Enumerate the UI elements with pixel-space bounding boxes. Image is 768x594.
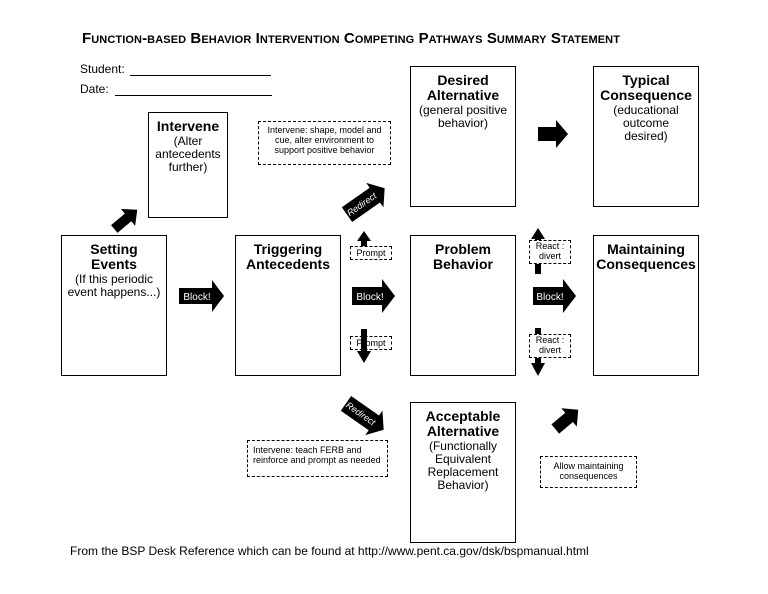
- setting-events-sub: (If this periodic event happens...): [67, 272, 161, 299]
- intervene-box: Intervene (Alter antecedents further): [148, 112, 228, 218]
- arrow-to-intervene: [111, 209, 138, 233]
- react-tag-up: React : divert: [529, 240, 571, 264]
- student-input-line[interactable]: [130, 75, 271, 76]
- intervene-sub: (Alter antecedents further): [155, 134, 221, 174]
- block-arrow-right: Block!: [533, 279, 576, 313]
- typical-consequence-sub: (educational outcome desired): [613, 103, 679, 143]
- footer-source: From the BSP Desk Reference which can be…: [70, 544, 589, 558]
- block-arrow-mid-label: Block!: [356, 292, 383, 303]
- typical-consequence-heading: Typical Consequence: [600, 72, 692, 103]
- acceptable-alternative-sub: (Functionally Equivalent Replacement Beh…: [427, 439, 499, 492]
- triggering-antecedents-box: Triggering Antecedents: [235, 235, 341, 376]
- student-label: Student:: [80, 62, 125, 76]
- arrow-to-maintaining-consequences: [551, 408, 579, 434]
- page-title: Function-based Behavior Intervention Com…: [82, 30, 621, 47]
- intervene-note-bottom: Intervene: teach FERB and reinforce and …: [247, 440, 388, 477]
- acceptable-alternative-box: Acceptable Alternative (Functionally Equ…: [410, 402, 516, 543]
- block-arrow-left-label: Block!: [183, 292, 210, 303]
- student-field: Student:: [80, 62, 271, 76]
- allow-maintaining-note: Allow maintaining consequences: [540, 456, 637, 488]
- maintaining-consequences-box: Maintaining Consequences: [593, 235, 699, 376]
- react-up-arrow: [531, 228, 545, 274]
- desired-alternative-box: Desired Alternative (general positive be…: [410, 66, 516, 207]
- acceptable-alternative-heading: Acceptable Alternative: [425, 408, 501, 439]
- intervene-heading: Intervene: [156, 118, 220, 134]
- setting-events-heading: Setting Events: [90, 241, 138, 272]
- redirect-arrow-up: Redirect: [341, 182, 385, 222]
- setting-events-box: Setting Events (If this periodic event h…: [61, 235, 167, 376]
- arrow-to-typical-consequence: [538, 120, 568, 148]
- prompt-down-arrow: [357, 329, 371, 363]
- react-down-arrow: [531, 328, 545, 376]
- prompt-tag-up: Prompt: [350, 246, 392, 260]
- triggering-antecedents-heading: Triggering Antecedents: [245, 241, 331, 272]
- redirect-arrow-down: Redirect: [340, 396, 384, 436]
- react-tag-down: React : divert: [529, 334, 571, 358]
- block-arrow-right-label: Block!: [536, 292, 563, 303]
- desired-alternative-heading: Desired Alternative: [426, 72, 500, 103]
- date-input-line[interactable]: [115, 95, 272, 96]
- desired-alternative-sub: (general positive behavior): [418, 103, 508, 130]
- typical-consequence-box: Typical Consequence (educational outcome…: [593, 66, 699, 207]
- problem-behavior-box: Problem Behavior: [410, 235, 516, 376]
- block-arrow-left: Block!: [179, 280, 224, 312]
- block-arrow-mid: Block!: [352, 279, 395, 313]
- prompt-up-arrow: [357, 231, 371, 246]
- date-label: Date:: [80, 82, 109, 96]
- intervene-note-top: Intervene: shape, model and cue, alter e…: [258, 121, 391, 165]
- maintaining-consequences-heading: Maintaining Consequences: [596, 241, 696, 272]
- prompt-tag-down: Prompt: [350, 336, 392, 350]
- date-field: Date:: [80, 82, 272, 96]
- problem-behavior-heading: Problem Behavior: [433, 241, 493, 272]
